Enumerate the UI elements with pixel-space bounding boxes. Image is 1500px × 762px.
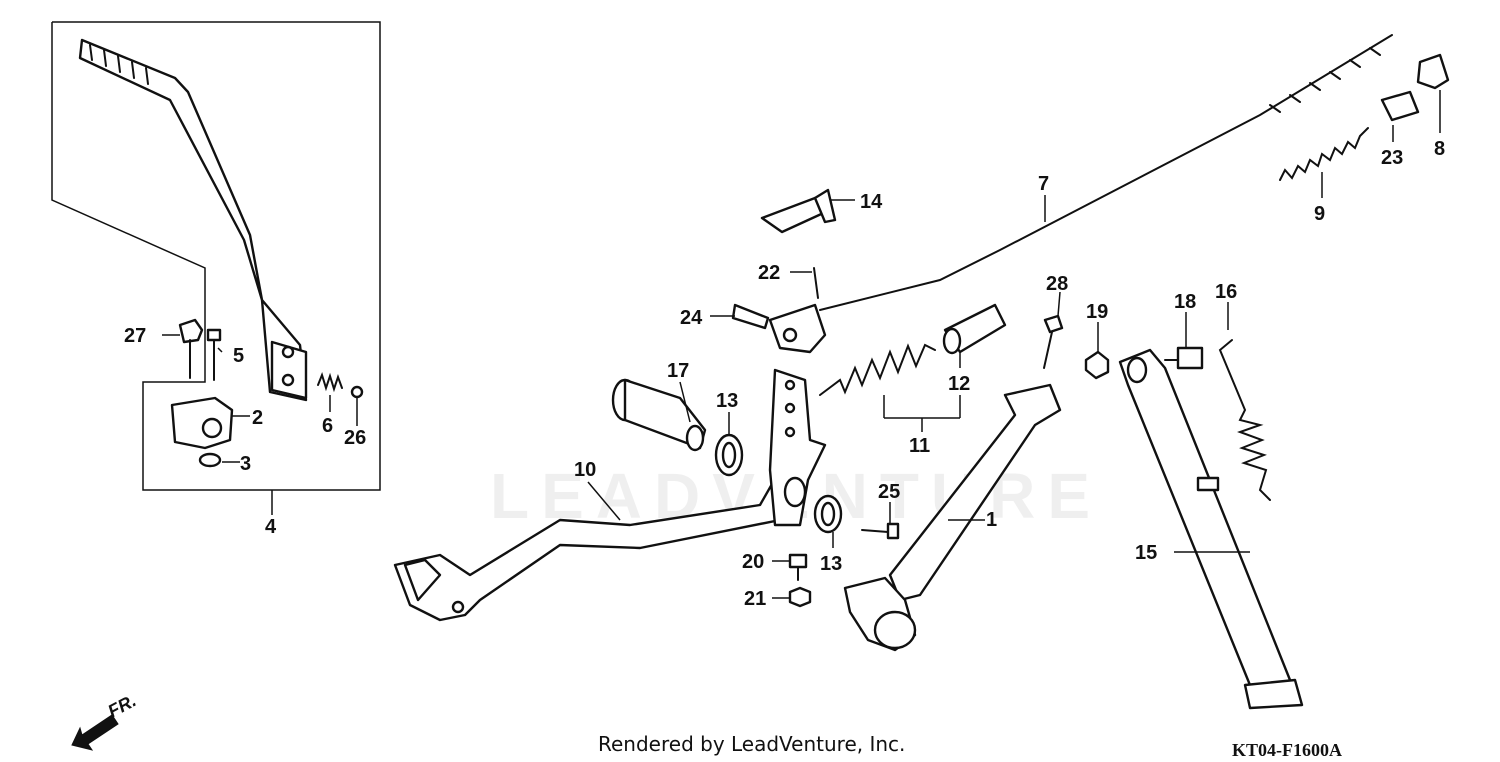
footer-credit: Rendered by LeadVenture, Inc.	[598, 732, 905, 756]
return-spring-and-collar	[819, 303, 1007, 396]
brake-rod	[731, 34, 1393, 354]
callout-18[interactable]: 18	[1174, 291, 1196, 313]
callout-13-lower[interactable]: 13	[820, 553, 842, 575]
callout-22[interactable]: 22	[758, 262, 780, 284]
side-stand	[1118, 348, 1304, 710]
callout-28[interactable]: 28	[1046, 273, 1068, 295]
callout-2[interactable]: 2	[252, 407, 263, 429]
callout-5[interactable]: 5	[233, 345, 244, 367]
callout-19[interactable]: 19	[1086, 301, 1108, 323]
callout-7[interactable]: 7	[1038, 173, 1049, 195]
callout-20[interactable]: 20	[742, 551, 764, 573]
callout-15[interactable]: 15	[1135, 542, 1157, 564]
kick-starter-arm	[78, 38, 308, 402]
callout-17[interactable]: 17	[667, 360, 689, 382]
callout-6[interactable]: 6	[322, 415, 333, 437]
kick-starter-frame	[51, 21, 381, 515]
front-direction-indicator: FR.	[71, 690, 139, 751]
callout-27[interactable]: 27	[124, 325, 146, 347]
stand-hardware	[788, 314, 1204, 608]
kick-small-parts	[170, 318, 364, 468]
brake-pedal	[393, 368, 827, 622]
callout-1[interactable]: 1	[986, 509, 997, 531]
callout-8[interactable]: 8	[1434, 138, 1445, 160]
callout-26[interactable]: 26	[344, 427, 366, 449]
callout-16[interactable]: 16	[1215, 281, 1237, 303]
leader-lines	[162, 90, 1441, 599]
callout-labels: 1 2 3 4 5 6 7 8 9 10 11 12 13 13 14 15 1…	[124, 138, 1445, 610]
stand-spring	[1218, 339, 1271, 501]
callout-11[interactable]: 11	[909, 435, 930, 457]
change-pedal	[843, 383, 1062, 652]
callout-23[interactable]: 23	[1381, 147, 1403, 169]
front-arrow-icon	[71, 714, 119, 751]
callout-3[interactable]: 3	[240, 453, 251, 475]
pivot-bolt-and-collars	[611, 378, 843, 534]
rod-bracket	[760, 188, 837, 234]
callout-12[interactable]: 12	[948, 373, 970, 395]
callout-10[interactable]: 10	[574, 459, 596, 481]
callout-4[interactable]: 4	[265, 516, 277, 538]
callout-9[interactable]: 9	[1314, 203, 1325, 225]
callout-25[interactable]: 25	[878, 481, 900, 503]
callout-24[interactable]: 24	[680, 307, 703, 329]
callout-21[interactable]: 21	[744, 588, 766, 610]
callout-14[interactable]: 14	[860, 191, 883, 213]
diagram-code: KT04-F1600A	[1232, 740, 1342, 760]
callout-13-upper[interactable]: 13	[716, 390, 738, 412]
rod-spring-and-adjuster	[1279, 53, 1450, 181]
